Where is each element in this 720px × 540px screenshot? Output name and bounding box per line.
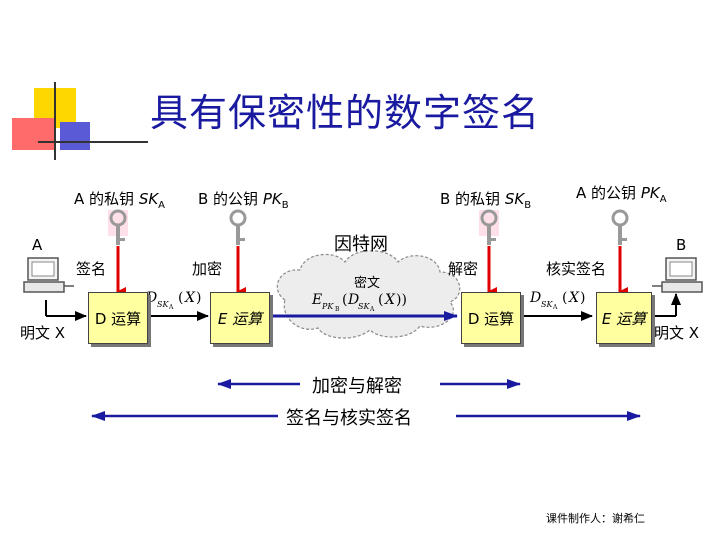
ciphertext-label: 密文 [354, 276, 381, 291]
decor-blue-square [60, 122, 90, 150]
key-icon-a-private [108, 209, 128, 245]
step-encrypt-label: 加密 [192, 260, 223, 278]
svg-text:E: E [311, 292, 322, 308]
key-label-b-private: B 的私钥 SKB [440, 190, 532, 211]
formula-cipher: E PK B ( D SK A (X)) [311, 292, 407, 313]
svg-text:SK: SK [541, 300, 553, 309]
svg-text:B: B [335, 306, 340, 313]
svg-text:D: D [529, 290, 541, 306]
formula-after-decrypt: D SK A (X) [529, 290, 585, 311]
internet-cloud [276, 250, 461, 339]
svg-text:): ) [196, 290, 201, 306]
key-icon-a-public [611, 209, 629, 245]
decor-horizontal-line [38, 141, 148, 143]
svg-text:D: D [145, 290, 157, 306]
svg-text:D: D [347, 292, 359, 308]
d-operation-box-receiver: D 运算 [461, 292, 521, 344]
step-decrypt-label: 解密 [448, 260, 479, 278]
step-verify-label: 核实签名 [546, 260, 607, 278]
page-title: 具有保密性的数字签名 [150, 91, 541, 135]
key-label-a-public: A 的公钥 PKA [576, 184, 667, 205]
formula-after-sign: D SK A (X) [145, 290, 201, 311]
step-sign-label: 签名 [76, 260, 107, 278]
d-operation-box-sender: D 运算 [88, 292, 148, 344]
key-icon-b-private [479, 209, 499, 245]
author-credit: 课件制作人：谢希仁 [546, 512, 645, 525]
svg-text:PK: PK [321, 302, 334, 311]
svg-text:X: X [184, 290, 196, 306]
key-label-a-private: A 的私钥 SKA [74, 190, 166, 211]
svg-text:SK: SK [358, 302, 370, 311]
computer-a-icon [23, 257, 74, 293]
svg-text:(: ( [562, 290, 567, 306]
node-a-label: A [32, 236, 43, 254]
svg-text:(: ( [342, 292, 347, 308]
plaintext-right-label: 明文 X [654, 324, 700, 342]
svg-text:)): )) [396, 292, 407, 308]
svg-text:A: A [369, 306, 375, 313]
internet-label: 因特网 [334, 234, 388, 255]
legend-enc-dec: 加密与解密 [312, 376, 402, 397]
svg-text:(: ( [378, 292, 383, 308]
svg-text:(: ( [178, 290, 183, 306]
plaintext-left-label: 明文 X [20, 324, 66, 342]
decor-vertical-line [54, 82, 56, 160]
legend-sign-verify: 签名与核实签名 [286, 408, 412, 429]
key-icon-b-public [229, 209, 247, 245]
key-label-b-public: B 的公钥 PKB [198, 190, 289, 211]
svg-text:SK: SK [157, 300, 169, 309]
svg-text:A: A [168, 304, 174, 311]
node-b-label: B [676, 236, 687, 254]
svg-text:X: X [384, 292, 396, 308]
computer-b-icon [652, 257, 703, 293]
svg-text:X: X [568, 290, 580, 306]
svg-text:): ) [580, 290, 585, 306]
e-operation-box-sender: E 运算 [210, 292, 270, 344]
e-operation-box-receiver: E 运算 [596, 292, 652, 344]
svg-text:A: A [552, 304, 558, 311]
decor-red-square [12, 118, 56, 150]
